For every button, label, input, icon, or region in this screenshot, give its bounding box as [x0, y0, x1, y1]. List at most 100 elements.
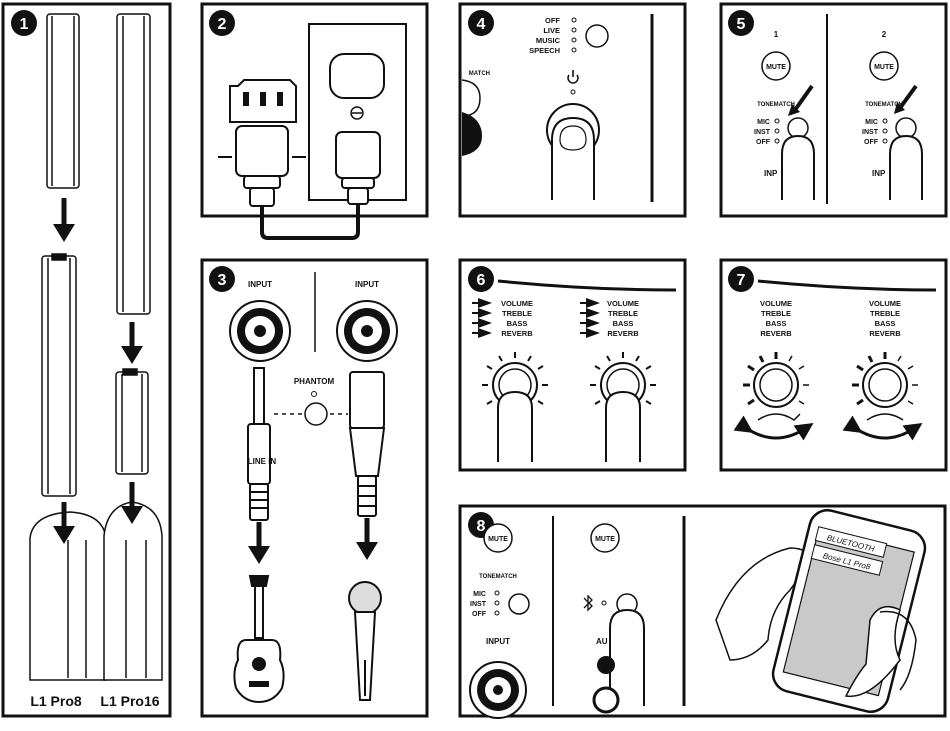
- panel-3-inputs: 3 INPUT INPUT PHANTOM LINE IN: [200, 258, 429, 718]
- param-bass-left: BASS: [507, 319, 528, 328]
- step-number-2: 2: [218, 16, 227, 33]
- input-partial-ch1: INP: [764, 169, 778, 178]
- mode-button: [585, 24, 609, 48]
- finger-pressing: [609, 608, 645, 706]
- param-treble-right: TREBLE: [870, 309, 900, 318]
- input-label: INPUT: [486, 637, 510, 646]
- step-badge-4: [468, 10, 494, 36]
- combo-jack-right: [336, 300, 398, 362]
- panel-4-power-on: 4 OFF LIVE MUSIC SPEECH MATCH: [458, 2, 687, 218]
- finger-pressing: [889, 134, 923, 200]
- xlr-plug: [348, 371, 386, 517]
- option-mic-ch2: MIC: [865, 119, 878, 126]
- finger-pressing: [551, 116, 595, 200]
- param-reverb-right: REVERB: [607, 329, 639, 338]
- option-off-ch1: OFF: [756, 139, 771, 146]
- arrow-down-icon: [356, 542, 378, 560]
- hand-holding-phone: BLUETOOTH Bose L1 Pro8: [715, 509, 927, 713]
- arrow-icons-right: [580, 298, 600, 338]
- arrow-down-icon: [53, 224, 75, 242]
- param-treble-right: TREBLE: [608, 309, 638, 318]
- step-badge-6: [468, 266, 494, 292]
- tonematch-partial-label: MATCH: [469, 71, 490, 77]
- rotate-arrow-icon: [842, 415, 923, 441]
- arrow-down-icon: [121, 506, 143, 524]
- model-label-pro8: L1 Pro8: [30, 693, 82, 709]
- input-partial-ch2: INP: [872, 169, 886, 178]
- arrow-pointer-icon: [788, 104, 800, 116]
- step-badge-3: [209, 266, 235, 292]
- acoustic-guitar-icon: [233, 575, 285, 704]
- step-badge-7: [728, 266, 754, 292]
- option-off-ch2: OFF: [864, 139, 879, 146]
- param-bass-right: BASS: [613, 319, 634, 328]
- step-badge-1: [11, 10, 37, 36]
- mode-label-off: OFF: [545, 16, 560, 25]
- encoder-knob-left: [743, 352, 809, 408]
- pro16-column-parts: [103, 13, 163, 681]
- channel-1-label: 1: [774, 30, 779, 39]
- arrow-down-icon: [121, 346, 143, 364]
- quarter-inch-plug: [247, 367, 271, 521]
- panel-8-bluetooth: 8 MUTE TONEMATCH MIC INST OFF INPUT MUTE…: [458, 504, 947, 719]
- param-volume-left: VOLUME: [760, 299, 792, 308]
- option-mic: MIC: [473, 591, 486, 598]
- option-mic-ch1: MIC: [757, 119, 770, 126]
- param-bass-left: BASS: [766, 319, 787, 328]
- power-icon: [567, 70, 579, 84]
- param-volume-right: VOLUME: [607, 299, 639, 308]
- tonematch-label: TONEMATCH: [479, 574, 517, 580]
- wall-outlet: [329, 53, 385, 99]
- tonematch-label-ch2: TONEMATCH: [865, 102, 903, 108]
- mute-label-ch1: MUTE: [766, 64, 786, 71]
- aux-jack: [597, 656, 615, 674]
- mute-button-ch1: [761, 51, 791, 81]
- input-label-right: INPUT: [355, 280, 379, 289]
- aux-jack-2: [592, 686, 620, 714]
- panel-6-knob-select: 6 VOLUME TREBLE BASS REVERB: [458, 258, 687, 472]
- encoder-knob-right: [852, 352, 918, 408]
- mute-button-a: [483, 523, 513, 553]
- phantom-button: [304, 402, 328, 426]
- option-inst-ch1: INST: [754, 129, 771, 136]
- param-volume-left: VOLUME: [501, 299, 533, 308]
- option-inst-ch2: INST: [862, 129, 879, 136]
- phantom-label: PHANTOM: [294, 377, 335, 386]
- param-bass-right: BASS: [875, 319, 896, 328]
- arrow-pointer-icon: [894, 102, 905, 114]
- param-volume-right: VOLUME: [869, 299, 901, 308]
- step-number-7: 7: [737, 272, 746, 289]
- mute-button-b: [590, 523, 620, 553]
- input-label-left: INPUT: [248, 280, 272, 289]
- step-badge-5: [728, 10, 754, 36]
- step-number-5: 5: [737, 16, 746, 33]
- aux-partial-label: AU: [596, 637, 608, 646]
- power-cable: [260, 204, 360, 240]
- microphone-icon: [348, 581, 382, 701]
- panel-5-tonematch: 5 1 2 MUTE TONEMATCH MIC INST OFF INP MU…: [719, 2, 948, 218]
- mode-label-music: MUSIC: [536, 36, 561, 45]
- combo-jack-left: [229, 300, 291, 362]
- step-number-1: 1: [20, 16, 29, 33]
- tonematch-label-ch1: TONEMATCH: [757, 102, 795, 108]
- mode-label-speech: SPEECH: [529, 46, 560, 55]
- rotate-arrow-icon: [733, 415, 814, 441]
- wall-plug: [335, 131, 381, 205]
- mute-label-b: MUTE: [595, 536, 615, 543]
- param-treble-left: TREBLE: [502, 309, 532, 318]
- mode-label-live: LIVE: [543, 26, 560, 35]
- mute-label-ch2: MUTE: [874, 64, 894, 71]
- arrow-down-icon: [248, 546, 270, 564]
- step-badge-2: [209, 10, 235, 36]
- power-cord-plug: [235, 125, 289, 207]
- finger-pressing: [605, 390, 641, 462]
- step-number-6: 6: [477, 272, 486, 289]
- param-treble-left: TREBLE: [761, 309, 791, 318]
- tonematch-button: [508, 593, 530, 615]
- finger-pressing: [781, 134, 815, 200]
- panel-1-assembly: 1 L1 Pro8 L1 Pro16: [1, 2, 172, 718]
- arrow-icons-left: [472, 298, 492, 338]
- combo-jack: [469, 661, 527, 719]
- line-in-label: LINE IN: [248, 457, 277, 466]
